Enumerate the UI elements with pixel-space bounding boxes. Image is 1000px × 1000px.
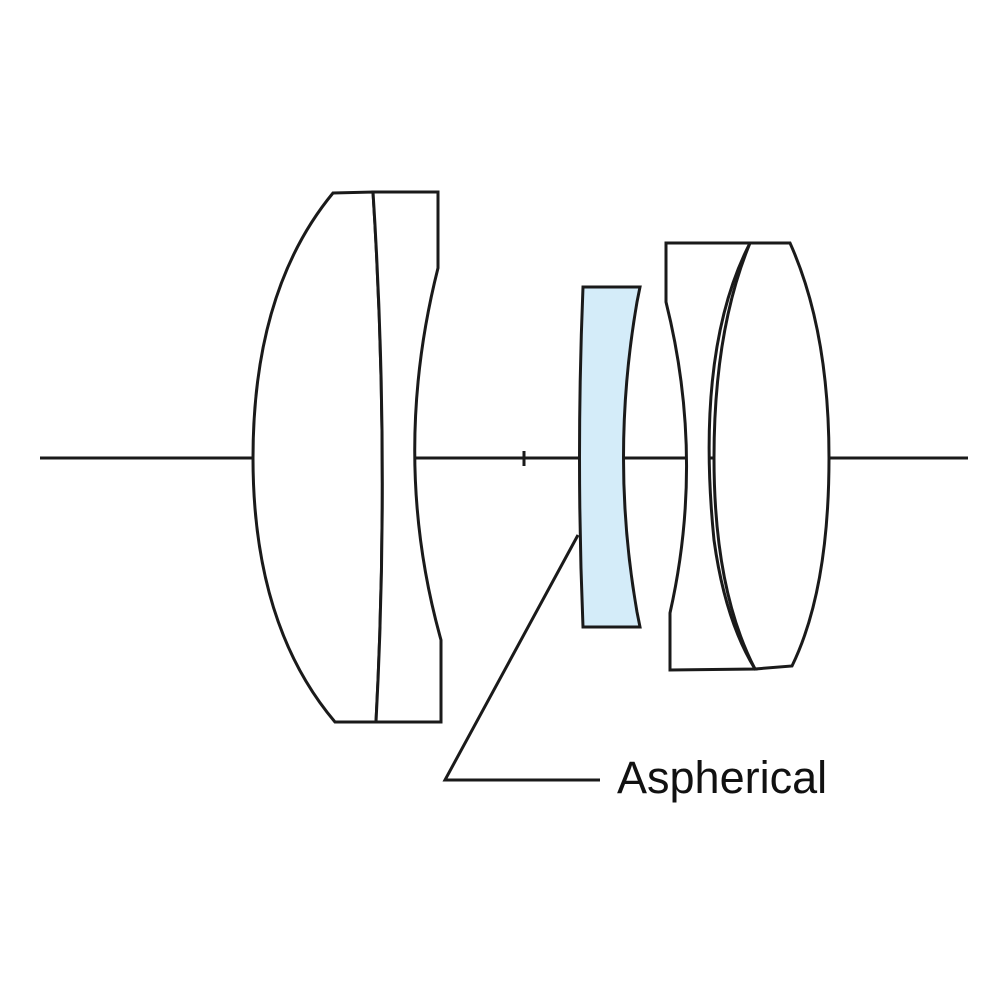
lens-element-5 <box>712 241 831 671</box>
lens-element-4 <box>664 241 758 672</box>
aspherical-lens-element <box>578 285 642 629</box>
aspherical-callout-leader <box>442 534 600 782</box>
lens-element-2 <box>371 190 443 724</box>
lens-element-1 <box>251 190 384 724</box>
aspherical-label: Aspherical <box>617 752 828 803</box>
